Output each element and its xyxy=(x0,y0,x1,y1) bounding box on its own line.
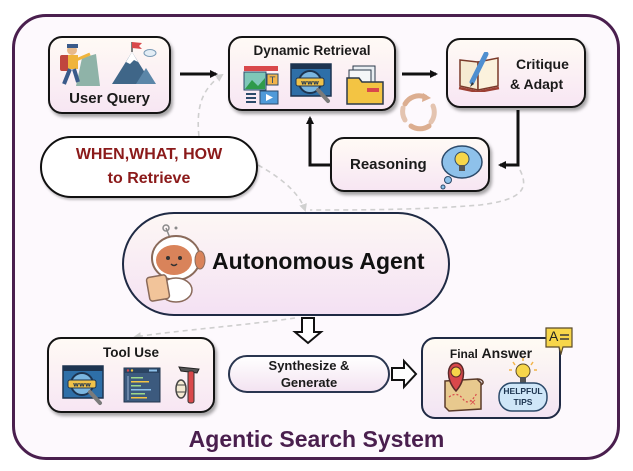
answer-note-badge: A xyxy=(549,328,559,344)
svg-text:T: T xyxy=(269,76,276,86)
folder-icon xyxy=(346,65,384,105)
media-content-icon: T xyxy=(243,66,279,105)
critique-label-line2: & Adapt xyxy=(510,76,564,92)
notebook-pen-icon xyxy=(458,52,500,92)
final-label-b: Answer xyxy=(481,345,533,361)
treasure-map-icon: × xyxy=(444,362,484,412)
user-query-node: User Query xyxy=(48,36,171,114)
when-what-how-node: WHEN,WHAT, HOW to Retrieve xyxy=(40,136,258,198)
final-answer-label: Final Answer xyxy=(423,345,559,361)
tool-use-label: Tool Use xyxy=(102,345,159,360)
synthesize-generate-node: Synthesize & Generate xyxy=(228,355,390,393)
final-label-a: Final xyxy=(449,347,478,361)
hammer-rope-icon xyxy=(175,366,200,404)
helpful-tips-line2: TIPS xyxy=(513,397,533,407)
robot-astronaut-icon xyxy=(145,224,206,303)
synthesize-line1: Synthesize & xyxy=(268,358,350,373)
lightbulb-thought-icon xyxy=(440,145,483,190)
critique-label-line1: Critique xyxy=(516,56,569,72)
helpful-tips-icon xyxy=(498,358,548,412)
user-query-label: User Query xyxy=(69,90,150,107)
svg-text:×: × xyxy=(469,398,477,408)
reasoning-label: Reasoning xyxy=(350,156,427,173)
autonomous-agent-node: Autonomous Agent xyxy=(122,212,450,316)
helpful-tips-line1: HELPFUL xyxy=(503,386,543,396)
dynamic-retrieval-label: Dynamic Retrieval xyxy=(253,43,371,58)
final-answer-node: Final Answer × HELPFUL TIPS xyxy=(421,337,561,419)
mountain-flag-icon xyxy=(112,42,157,84)
reasoning-node: Reasoning xyxy=(330,137,490,192)
tool-use-node: Tool Use www xyxy=(47,337,215,413)
autonomous-agent-label: Autonomous Agent xyxy=(212,248,425,274)
web-search-icon: www xyxy=(290,63,332,103)
svg-text:www: www xyxy=(301,79,319,87)
code-editor-icon xyxy=(123,367,161,403)
dynamic-retrieval-node: Dynamic Retrieval T www xyxy=(228,36,396,111)
answer-note-icon: A xyxy=(545,327,573,355)
svg-text:www: www xyxy=(73,381,91,389)
web-search-icon: www xyxy=(62,365,104,405)
when-what-how-line1: WHEN,WHAT, HOW xyxy=(75,146,223,163)
synthesize-line2: Generate xyxy=(280,375,338,390)
climber-icon xyxy=(60,44,100,86)
when-what-how-line2: to Retrieve xyxy=(107,170,191,187)
critique-adapt-node: Critique & Adapt xyxy=(446,38,586,108)
system-title: Agentic Search System xyxy=(188,426,445,452)
